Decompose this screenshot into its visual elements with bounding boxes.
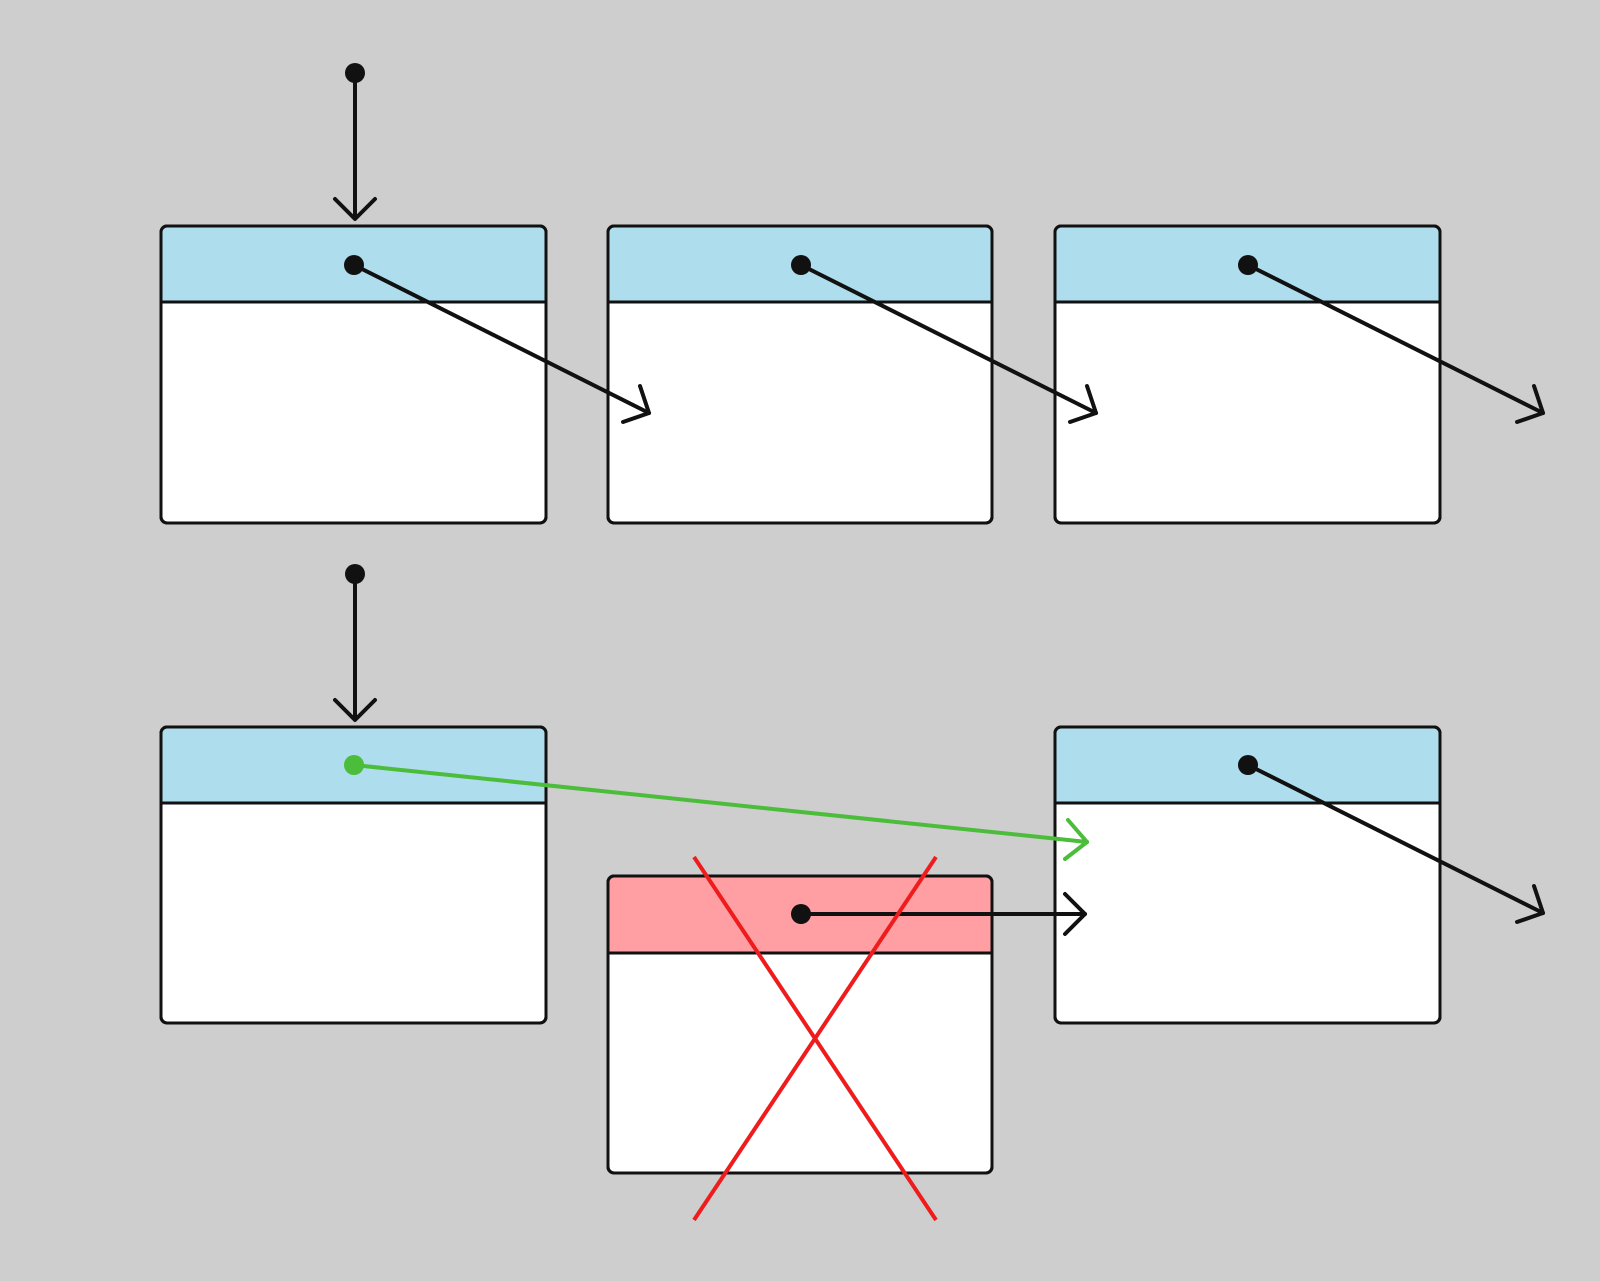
new-link-node-1-to-node-3: [344, 755, 1089, 861]
row-before-deletion: [159, 63, 1545, 525]
next-pointer-node-3: [1238, 255, 1545, 424]
pointer-line: [1246, 763, 1545, 915]
node-3: [1053, 224, 1442, 525]
node-outline: [1053, 224, 1442, 525]
head-pointer: [333, 63, 377, 221]
pointer-line: [1246, 263, 1545, 415]
pointer-arrowhead: [621, 384, 651, 424]
next-pointer-node-2: [791, 255, 1098, 424]
next-pointer-node-2: [791, 892, 1087, 936]
next-pointer-node-1: [344, 255, 651, 424]
deleted-cross-mark: [692, 855, 938, 1222]
node-outline: [159, 224, 548, 525]
pointer-arrowhead: [1515, 384, 1545, 424]
pointer-arrowhead: [1068, 384, 1098, 424]
pointer-arrowhead: [1063, 892, 1087, 936]
pointer-origin-dot: [791, 904, 811, 924]
pointer-origin-dot: [1238, 755, 1258, 775]
head-pointer: [333, 564, 377, 722]
pointer-arrowhead: [1515, 884, 1545, 924]
pointer-origin-dot: [791, 255, 811, 275]
head-pointer-arrowhead: [333, 197, 377, 221]
row-after-deletion: [159, 564, 1545, 1222]
cross-line-2: [692, 855, 938, 1222]
pointer-line: [799, 263, 1098, 415]
node-outline: [159, 725, 548, 1025]
pointer-line: [352, 263, 651, 415]
next-pointer-node-3: [1238, 755, 1545, 924]
node-outline: [606, 874, 994, 1175]
new-link-origin-dot: [344, 755, 364, 775]
pointer-origin-dot: [1238, 255, 1258, 275]
node-outline: [606, 224, 994, 525]
new-link-arrowhead: [1063, 818, 1089, 861]
new-link-line: [352, 763, 1089, 844]
head-pointer-arrowhead: [333, 698, 377, 722]
node-outline: [1053, 725, 1442, 1025]
pointer-origin-dot: [344, 255, 364, 275]
